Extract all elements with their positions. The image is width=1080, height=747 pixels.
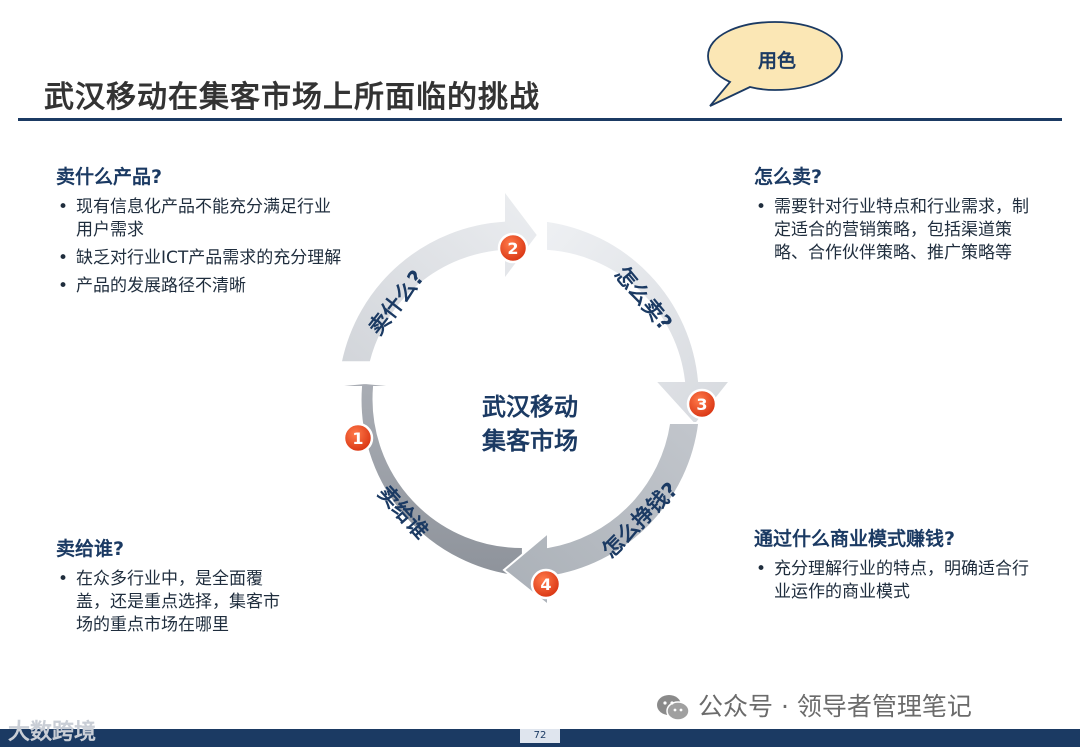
cycle-arrow-4 [502,422,701,608]
bullet-item: 需要针对行业特点和行业需求，制定适合的营销策略，包括渠道策略、合作伙伴策略、推广… [754,196,1039,265]
section-heading: 怎么卖? [754,166,823,188]
bullet-item: 在众多行业中，是全面覆盖，还是重点选择，集客市场的重点市场在哪里 [56,568,291,637]
step-badge-4: 4 [530,568,562,600]
step-badge-2: 2 [497,232,529,264]
wechat-icon [657,695,690,721]
title-divider [18,118,1062,121]
step-number: 4 [540,575,551,594]
brand-logo-text: 大数跨境 [8,720,97,745]
section-bottom-left: 卖给谁? 在众多行业中，是全面覆盖，还是重点选择，集客市场的重点市场在哪里 [56,534,291,642]
section-top-left: 卖什么产品? 现有信息化产品不能充分满足行业用户需求 缺乏对行业ICT产品需求的… [56,162,346,303]
watermark-text: 公众号 · 领导者管理笔记 [698,692,972,721]
section-heading: 卖给谁? [56,538,125,560]
cycle-arrow-2 [339,187,540,364]
callout-text: 用色 [757,50,796,72]
section-bottom-right: 通过什么商业模式赚钱? 充分理解行业的特点，明确适合行业运作的商业模式 [754,524,1029,609]
step-badge-1: 1 [342,422,374,454]
step-number: 2 [507,239,518,258]
bullet-item: 现有信息化产品不能充分满足行业用户需求 [56,196,346,242]
step-badge-3: 3 [686,388,718,420]
bullet-item: 充分理解行业的特点，明确适合行业运作的商业模式 [754,558,1029,604]
slide-title: 武汉移动在集客市场上所面临的挑战 [44,80,540,115]
step-number: 1 [352,429,363,448]
watermark: 公众号 · 领导者管理笔记 [656,687,972,723]
bullet-item: 产品的发展路径不清晰 [56,275,346,298]
diagram-center-label: 武汉移动 集客市场 [440,390,620,458]
section-heading: 卖什么产品? [56,166,163,188]
step-number: 3 [696,395,707,414]
speech-bubble [707,21,843,107]
cycle-arrow-1 [322,381,524,579]
center-line-1: 武汉移动 [482,393,578,421]
center-line-2: 集客市场 [482,427,578,455]
section-heading: 通过什么商业模式赚钱? [754,528,956,550]
page-number: 72 [520,729,560,743]
bullet-item: 缺乏对行业ICT产品需求的充分理解 [56,247,346,270]
section-top-right: 怎么卖? 需要针对行业特点和行业需求，制定适合的营销策略，包括渠道策略、合作伙伴… [754,162,1039,270]
cycle-diagram: 卖给谁 卖什么? 怎么卖? 怎么挣钱? 1 2 3 4 [322,187,733,608]
